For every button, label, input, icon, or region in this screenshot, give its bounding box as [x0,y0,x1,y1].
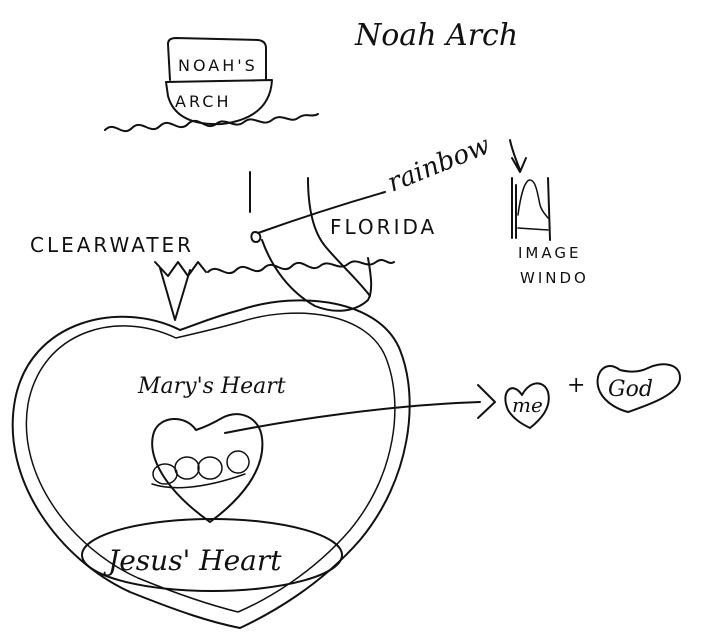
heart-flowers [151,450,250,489]
ark-label-box [167,37,267,81]
image-window-line1: IMAGE [518,244,581,262]
ark-label-line2: ARCH [175,92,231,111]
flower [226,450,250,474]
heart-arrow-head [477,384,496,419]
big-heart-inner [25,312,396,613]
rainbow-label: rainbow [383,130,494,198]
sea-wave-top [104,113,319,133]
jesus-heart-label: Jesus' Heart [103,544,282,577]
jesus-heart-oval [81,518,343,592]
big-heart-outer [11,299,411,629]
me-heart [504,382,550,429]
sketch-title: Noah Arch [354,18,518,53]
me-label: me [512,393,543,417]
god-heart [596,363,681,413]
sea-wave-gulf [207,259,395,275]
flower [152,463,178,485]
state-label: FLORIDA [330,215,437,239]
clearwater-marker [250,231,262,243]
image-window-line2: WINDO [520,269,589,287]
florida-coast-west [249,171,373,312]
rainbow-line [257,191,386,234]
heart-crown [154,261,207,321]
image-window-frame [511,177,551,241]
image-window-picture [517,179,549,231]
florida-coast-east [307,177,371,297]
ark-label-line1: NOAH'S [178,56,258,75]
flower [174,456,200,480]
heart-arrow-line [224,401,481,434]
marys-heart-label: Mary's Heart [137,374,286,399]
flower [197,456,223,480]
city-label: CLEARWATER [30,233,194,257]
rainbow-arrow [509,139,527,173]
plus-label: + [567,373,585,398]
marys-heart-outline [151,413,264,523]
flower-band [151,473,246,489]
ark-hull [165,79,273,126]
god-label: God [608,377,653,402]
